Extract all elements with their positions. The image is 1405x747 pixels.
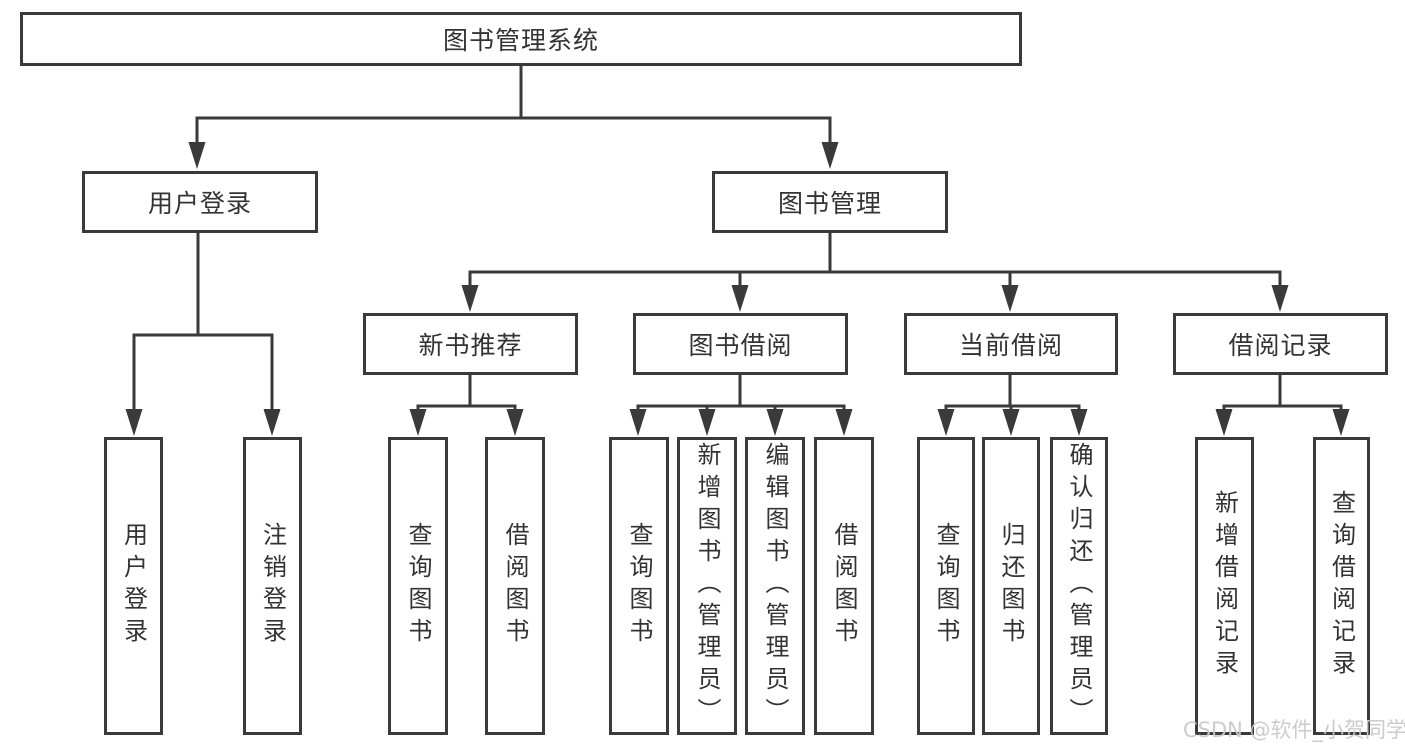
node-current-borrowing-label: 当前借阅 (958, 331, 1063, 360)
leaf-logout-label: 注销登录 (258, 522, 287, 650)
node-root-label: 图书管理系统 (442, 26, 599, 55)
leaf-return-books-label: 归还图书 (997, 522, 1025, 650)
leaf-query-borrow-record-label: 查询借阅记录 (1327, 490, 1356, 682)
node-borrowing-records: 借阅记录 (1173, 313, 1388, 375)
leaf-confirm-return-admin-label: 确认归还（管理员） (1065, 442, 1093, 730)
node-new-book-recommendation: 新书推荐 (363, 313, 578, 375)
node-current-borrowing: 当前借阅 (904, 313, 1118, 375)
leaf-query-books-current-label: 查询图书 (932, 522, 960, 650)
leaf-borrow-books-recommend: 借阅图书 (485, 437, 545, 735)
watermark: CSDN @软件_小贺同学 (1183, 718, 1405, 742)
node-new-book-recommendation-label: 新书推荐 (418, 331, 523, 360)
node-book-management: 图书管理 (712, 171, 948, 233)
node-user-login: 用户登录 (82, 171, 318, 233)
leaf-borrow-books-recommend-label: 借阅图书 (501, 522, 529, 650)
node-book-management-label: 图书管理 (777, 189, 882, 218)
leaf-add-books-admin-label: 新增图书（管理员） (693, 442, 721, 730)
leaf-edit-books-admin: 编辑图书（管理员） (745, 437, 805, 735)
leaf-query-books-borrowing: 查询图书 (609, 437, 669, 735)
leaf-borrow-books-label: 借阅图书 (830, 522, 858, 650)
leaf-query-borrow-record: 查询借阅记录 (1313, 437, 1370, 735)
leaf-query-books-borrowing-label: 查询图书 (625, 522, 653, 650)
node-book-borrowing: 图书借阅 (633, 313, 848, 375)
leaf-add-borrow-record: 新增借阅记录 (1195, 437, 1254, 735)
leaf-query-books-recommend-label: 查询图书 (404, 522, 432, 650)
leaf-edit-books-admin-label: 编辑图书（管理员） (761, 442, 789, 730)
node-borrowing-records-label: 借阅记录 (1228, 331, 1333, 360)
node-root: 图书管理系统 (20, 12, 1022, 66)
node-book-borrowing-label: 图书借阅 (688, 331, 793, 360)
leaf-return-books: 归还图书 (982, 437, 1040, 735)
leaf-add-borrow-record-label: 新增借阅记录 (1210, 490, 1239, 682)
leaf-logout: 注销登录 (243, 437, 302, 735)
leaf-borrow-books: 借阅图书 (814, 437, 874, 735)
leaf-confirm-return-admin: 确认归还（管理员） (1050, 437, 1108, 735)
leaf-user-login-label: 用户登录 (119, 522, 148, 650)
leaf-query-books-recommend: 查询图书 (388, 437, 448, 735)
leaf-user-login: 用户登录 (104, 437, 163, 735)
node-user-login-label: 用户登录 (147, 189, 252, 218)
leaf-query-books-current: 查询图书 (917, 437, 975, 735)
leaf-add-books-admin: 新增图书（管理员） (677, 437, 737, 735)
